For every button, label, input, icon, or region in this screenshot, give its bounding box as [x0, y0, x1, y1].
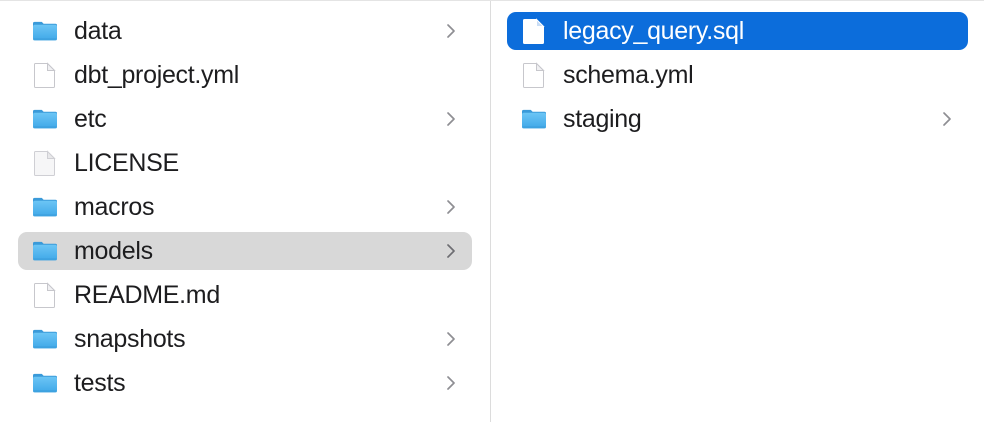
- folder-icon: [32, 193, 58, 221]
- chevron-right-icon: [444, 328, 458, 350]
- file-name: LICENSE: [74, 149, 179, 177]
- chevron-right-icon: [444, 240, 458, 262]
- file-row-readme-md[interactable]: README.md: [18, 276, 472, 314]
- file-icon: [521, 17, 547, 45]
- file-row-tests[interactable]: tests: [18, 364, 472, 402]
- chevron-right-icon: [444, 108, 458, 130]
- file-row-legacy-query-sql[interactable]: legacy_query.sql: [507, 12, 968, 50]
- file-column-child[interactable]: legacy_query.sql schema.yml: [491, 1, 984, 422]
- file-name: macros: [74, 193, 155, 221]
- folder-icon: [32, 369, 58, 397]
- chevron-right-icon: [940, 108, 954, 130]
- file-name: data: [74, 17, 122, 45]
- folder-icon: [32, 237, 58, 265]
- file-name: etc: [74, 105, 107, 133]
- file-row-models[interactable]: models: [18, 232, 472, 270]
- file-name: README.md: [74, 281, 220, 309]
- folder-icon: [32, 105, 58, 133]
- file-name: schema.yml: [563, 61, 694, 89]
- folder-icon: [521, 105, 547, 133]
- file-icon: [32, 149, 58, 177]
- file-name: models: [74, 237, 153, 265]
- chevron-right-icon: [444, 372, 458, 394]
- file-row-data[interactable]: data: [18, 12, 472, 50]
- file-row-schema-yml[interactable]: schema.yml: [507, 56, 968, 94]
- file-icon: [32, 61, 58, 89]
- file-name: legacy_query.sql: [563, 17, 744, 45]
- file-row-dbt-project-yml[interactable]: dbt_project.yml: [18, 56, 472, 94]
- file-icon: [32, 281, 58, 309]
- file-name: tests: [74, 369, 126, 397]
- file-row-macros[interactable]: macros: [18, 188, 472, 226]
- folder-icon: [32, 325, 58, 353]
- file-icon: [521, 61, 547, 89]
- chevron-right-icon: [444, 196, 458, 218]
- file-row-license[interactable]: LICENSE: [18, 144, 472, 182]
- file-row-etc[interactable]: etc: [18, 100, 472, 138]
- file-row-staging[interactable]: staging: [507, 100, 968, 138]
- file-name: staging: [563, 105, 642, 133]
- file-name: snapshots: [74, 325, 186, 353]
- folder-icon: [32, 17, 58, 45]
- chevron-right-icon: [444, 20, 458, 42]
- file-row-snapshots[interactable]: snapshots: [18, 320, 472, 358]
- file-column-parent[interactable]: data dbt_project.yml: [0, 1, 491, 422]
- file-name: dbt_project.yml: [74, 61, 240, 89]
